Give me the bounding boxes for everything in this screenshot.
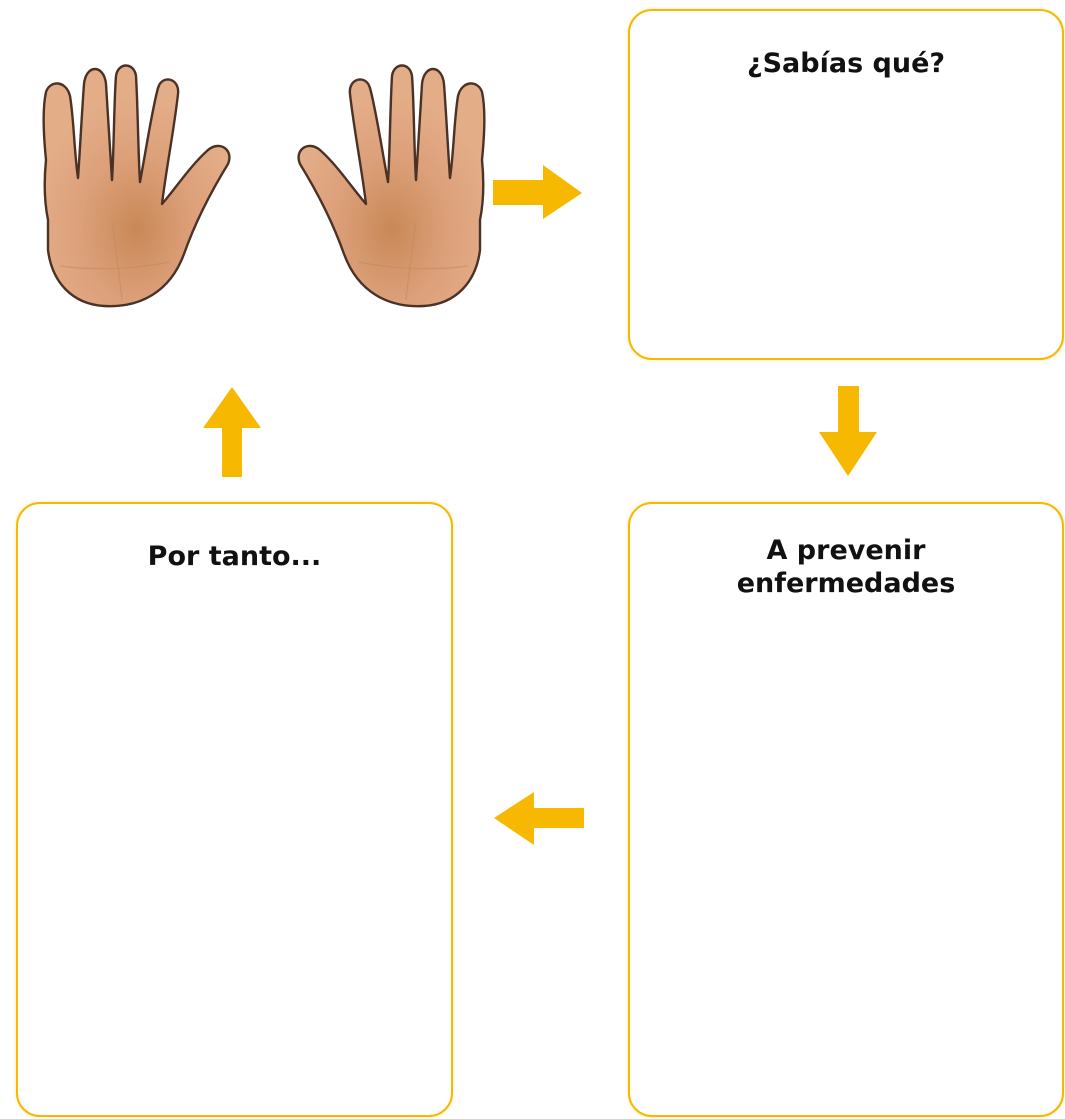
arrow-left-icon <box>494 792 584 845</box>
arrow-up-icon <box>203 387 261 477</box>
did-you-know-box[interactable]: ¿Sabías qué? <box>628 9 1064 360</box>
prevent-diseases-box[interactable]: A prevenir enfermedades <box>628 502 1064 1117</box>
arrow-right-icon <box>493 165 582 219</box>
did-you-know-title: ¿Sabías qué? <box>746 48 946 79</box>
prevent-diseases-title: A prevenir enfermedades <box>736 535 956 599</box>
arrow-down-icon <box>819 386 877 476</box>
left-hand-icon <box>42 64 231 308</box>
therefore-box[interactable]: Por tanto... <box>16 502 453 1117</box>
right-hand-icon <box>297 64 486 308</box>
therefore-title: Por tanto... <box>147 541 322 572</box>
